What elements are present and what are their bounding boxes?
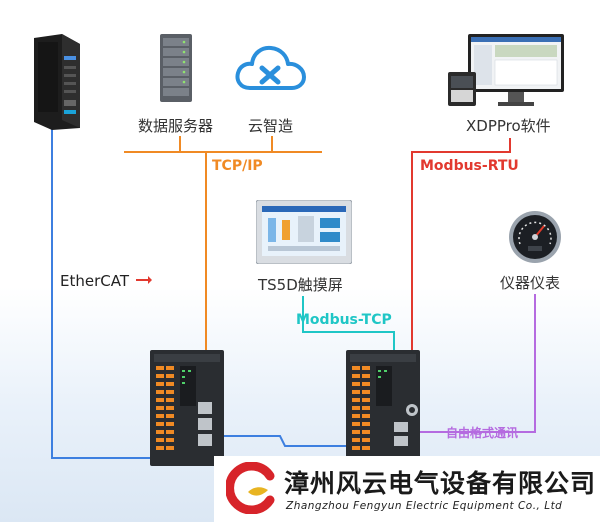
modbus-rtu-label: Modbus-RTU [420, 158, 519, 174]
plc-right [346, 350, 420, 466]
touchscreen-icon [255, 199, 353, 265]
ethercat-lines [51, 128, 396, 459]
industrial-pc [32, 34, 82, 130]
monitor-icon [448, 34, 566, 112]
tcp-ip-label: TCP/IP [212, 158, 263, 174]
touchscreen-label: TS5D触摸屏 [258, 276, 343, 294]
cloud-label: 云智造 [248, 117, 294, 135]
plc-left [150, 350, 224, 466]
ethercat-logo: EtherCAT [60, 272, 152, 290]
company-name-en: Zhangzhou Fengyun Electric Equipment Co.… [286, 500, 563, 512]
company-name-cn: 漳州风云电气设备有限公司 [284, 469, 597, 498]
modbus-rtu-lines [411, 138, 511, 412]
free-format-label: 自由格式通讯 [446, 426, 519, 440]
company-banner: 漳州风云电气设备有限公司 Zhangzhou Fengyun Electric … [214, 456, 600, 522]
server-icon [160, 34, 192, 102]
cloud-icon [234, 42, 308, 94]
instrument-label: 仪器仪表 [500, 274, 561, 292]
company-logo-icon [226, 462, 275, 514]
ethercat-label: EtherCAT [60, 272, 129, 290]
free-format-lines [410, 294, 536, 433]
xdppro-label: XDPPro软件 [466, 117, 551, 135]
gauge-icon [508, 210, 562, 264]
modbus-tcp-label: Modbus-TCP [296, 312, 392, 328]
data-server-label: 数据服务器 [138, 117, 214, 135]
ethercat-arrow-icon [135, 276, 152, 284]
